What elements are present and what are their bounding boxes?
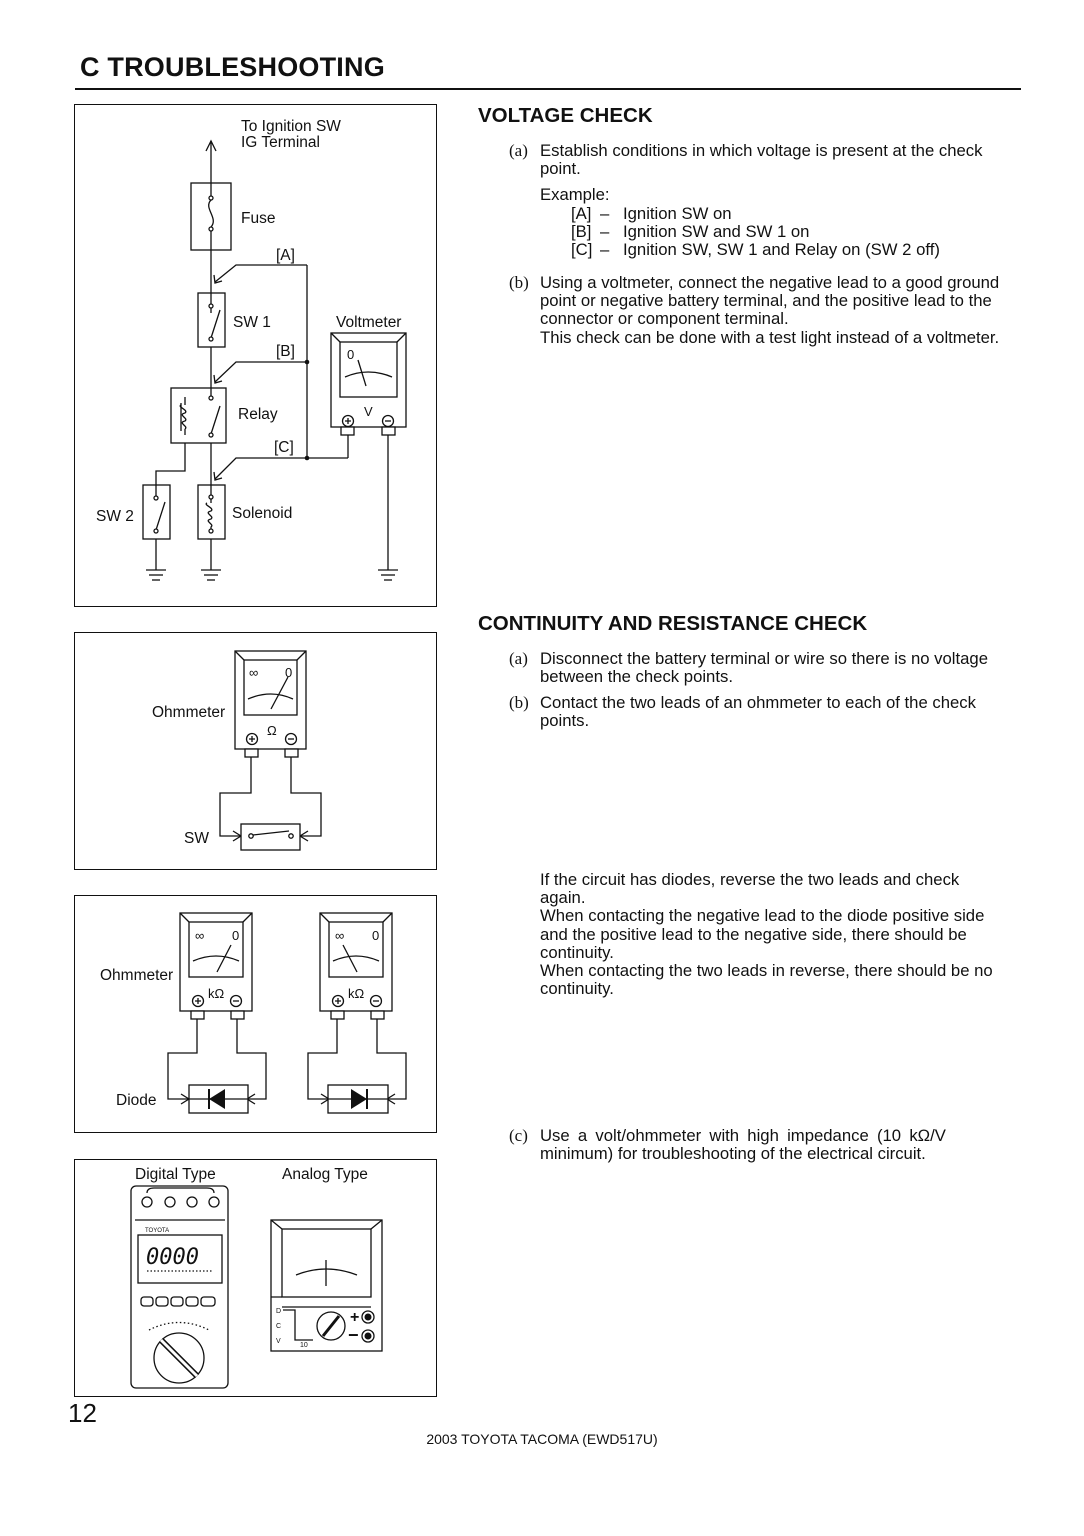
diode-note: If the circuit has diodes, reverse the t… — [540, 870, 993, 999]
sw2-label: SW 2 — [96, 508, 134, 525]
probe-b-wire — [214, 361, 307, 383]
example-list: [A]–Ignition SW on [B]–Ignition SW and S… — [540, 203, 1021, 260]
analog-multimeter-icon: D C V 10 + − — [270, 1219, 383, 1352]
ohm-symbol: Ω — [267, 723, 277, 738]
svg-text:C: C — [276, 1323, 281, 1330]
lcd-readout: 0000 — [146, 1245, 199, 1270]
digital-type-label: Digital Type — [135, 1166, 216, 1183]
diode-right-icon — [327, 1084, 389, 1114]
solenoid-coil-icon — [205, 499, 213, 529]
continuity-diagram: Ohmmeter ∞ 0 Ω SW — [74, 632, 437, 870]
ground-icon — [201, 569, 221, 581]
voltage-step-b: (b) Using a voltmeter, connect the negat… — [509, 273, 1000, 347]
meter-types-diagram: Digital Type Analog Type TOYOTA 0000 — [74, 1159, 437, 1397]
svg-text:∞: ∞ — [335, 928, 344, 943]
page-title: C TROUBLESHOOTING — [80, 52, 385, 82]
ground-icon — [146, 569, 166, 581]
example-item: [B]–Ignition SW and SW 1 on — [571, 221, 810, 241]
arrow-up-icon — [205, 139, 217, 152]
diode-left-icon — [188, 1084, 249, 1114]
continuity-step-a: (a) Disconnect the battery terminal or w… — [509, 649, 988, 687]
solenoid-label: Solenoid — [232, 505, 292, 522]
svg-text:TOYOTA: TOYOTA — [145, 1228, 169, 1234]
svg-text:−: − — [348, 1325, 359, 1345]
svg-text:+: + — [350, 1309, 359, 1326]
voltage-step-a: (a) Establish conditions in which voltag… — [509, 141, 1021, 260]
step-marker: (a) — [509, 649, 528, 668]
fuse-icon — [208, 199, 214, 228]
svg-text:0: 0 — [232, 928, 239, 943]
svg-text:0: 0 — [285, 665, 292, 680]
ohmmeter-label: Ohmmeter — [100, 967, 173, 984]
point-c-label: [C] — [274, 439, 294, 456]
voltmeter-icon: 0 V — [330, 332, 407, 436]
ground-icon — [378, 569, 398, 581]
to-ignition-label: To Ignition SW — [241, 118, 341, 135]
voltage-check-diagram: To Ignition SW IG Terminal Fuse [A] SW 1… — [74, 104, 437, 607]
svg-text:D: D — [276, 1308, 281, 1315]
continuity-step-b: (b) Contact the two leads of an ohmmeter… — [509, 693, 976, 731]
voltage-check-title: VOLTAGE CHECK — [478, 104, 653, 127]
sw1-label: SW 1 — [233, 314, 271, 331]
page-number: 12 — [68, 1398, 97, 1428]
diode-label: Diode — [116, 1092, 157, 1109]
fuse-label: Fuse — [241, 210, 275, 227]
example-item: [A]–Ignition SW on — [571, 203, 732, 223]
svg-text:∞: ∞ — [249, 665, 258, 680]
ohmmeter-label: Ohmmeter — [152, 704, 225, 721]
step-marker: (c) — [509, 1126, 528, 1145]
switch-under-test-icon — [240, 823, 301, 851]
volt-symbol: V — [364, 404, 373, 419]
relay-coil-icon — [179, 397, 187, 435]
continuity-step-c: (c) Use a volt/ohmmeter with high impeda… — [509, 1126, 946, 1164]
svg-text:kΩ: kΩ — [208, 986, 225, 1001]
svg-text:0: 0 — [372, 928, 379, 943]
relay-symbol — [170, 387, 227, 444]
analog-type-label: Analog Type — [282, 1166, 368, 1183]
header-rule — [75, 88, 1021, 90]
example-item: [C]–Ignition SW, SW 1 and Relay on (SW 2… — [571, 240, 940, 260]
continuity-check-title: CONTINUITY AND RESISTANCE CHECK — [478, 612, 868, 635]
switch-icon — [210, 309, 221, 339]
svg-text:∞: ∞ — [195, 928, 204, 943]
ig-terminal-label: IG Terminal — [241, 134, 320, 151]
probe-c-wire — [214, 457, 307, 480]
svg-text:10: 10 — [300, 1342, 308, 1349]
step-marker: (b) — [509, 693, 529, 712]
point-a-label: [A] — [276, 247, 295, 264]
example-label: Example: — [540, 185, 610, 205]
sw-label: SW — [184, 830, 209, 847]
step-marker: (a) — [509, 141, 528, 160]
voltage-circuit-svg: To Ignition SW IG Terminal Fuse [A] SW 1… — [96, 118, 407, 581]
ohmmeter-left-icon: ∞ 0 kΩ — [179, 912, 253, 1020]
svg-text:V: V — [276, 1338, 281, 1345]
ohmmeter-right-icon: ∞ 0 kΩ — [319, 912, 393, 1020]
relay-label: Relay — [238, 406, 278, 423]
voltmeter-label: Voltmeter — [336, 314, 401, 331]
step-marker: (b) — [509, 273, 529, 292]
probe-a-wire — [214, 264, 307, 283]
footer-doc-info: 2003 TOYOTA TACOMA (EWD517U) — [426, 1431, 658, 1447]
ohmmeter-icon: ∞ 0 Ω — [234, 650, 307, 758]
diode-diagram: Ohmmeter Diode ∞ 0 kΩ ∞ 0 — [74, 895, 437, 1133]
digital-multimeter-icon: TOYOTA 0000 — [130, 1185, 229, 1389]
svg-text:kΩ: kΩ — [348, 986, 365, 1001]
point-b-label: [B] — [276, 343, 295, 360]
svg-text:0: 0 — [347, 347, 354, 362]
